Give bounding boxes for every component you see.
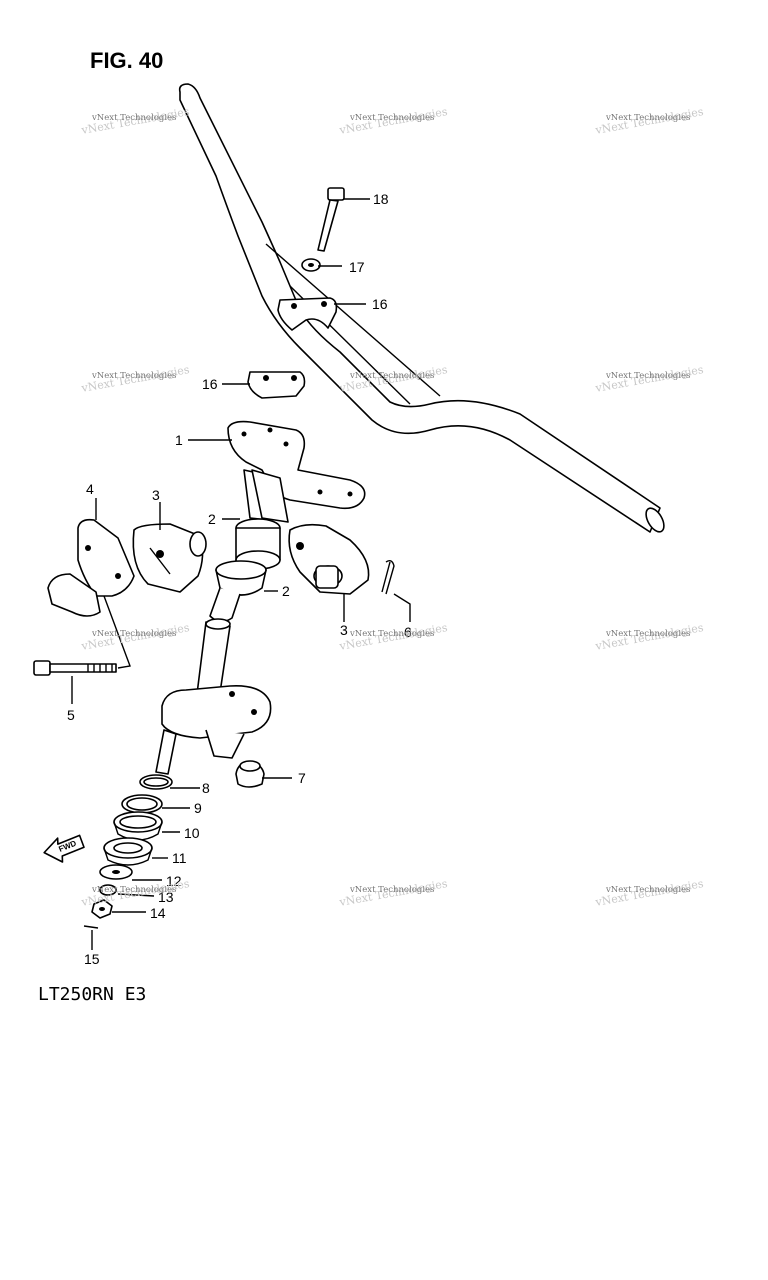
callout-3-right: 3: [340, 622, 348, 638]
svg-text:vNext Technologies: vNext Technologies: [605, 629, 690, 639]
callout-2-upper: 2: [208, 511, 216, 527]
watermark: vNext Technologies vNext Technologies: [594, 621, 705, 653]
part-2-bushings: [209, 518, 281, 623]
svg-text:vNext Technologies: vNext Technologies: [349, 113, 434, 123]
part-16-upper-clamp: [277, 297, 338, 331]
watermark: vNext Technologies vNext Technologies: [80, 621, 191, 653]
svg-text:vNext Technologies: vNext Technologies: [91, 371, 176, 381]
part-16-lower-clamp: [247, 371, 306, 399]
watermark: vNext Technologies vNext Technologies: [338, 877, 449, 909]
svg-text:vNext Technologies: vNext Technologies: [605, 885, 690, 895]
watermark: vNext Technologies vNext Technologies: [338, 621, 449, 653]
part-9-ring: [121, 794, 163, 814]
callout-4: 4: [86, 481, 94, 497]
watermark: vNext Technologies vNext Technologies: [338, 105, 449, 137]
leader-lines: [71, 198, 411, 950]
callout-5: 5: [67, 707, 75, 723]
part-7-cap: [235, 760, 265, 788]
callout-9: 9: [194, 800, 202, 816]
svg-text:vNext Technologies: vNext Technologies: [349, 885, 434, 895]
part-3-right-holder: [288, 523, 370, 595]
watermark: vNext Technologies vNext Technologies: [594, 105, 705, 137]
part-11-bearing: [103, 837, 153, 866]
callout-13: 13: [158, 889, 174, 905]
part-15-cotter-pin: [83, 925, 99, 929]
svg-text:vNext Technologies: vNext Technologies: [91, 885, 176, 895]
callout-16-upper: 16: [372, 296, 388, 312]
fwd-arrow-icon: FWD: [43, 834, 85, 863]
svg-text:vNext Technologies: vNext Technologies: [605, 371, 690, 381]
svg-text:vNext Technologies: vNext Technologies: [349, 371, 434, 381]
model-code: LT250RN E3: [38, 984, 147, 1005]
part-4-bracket: [47, 518, 135, 617]
callout-2-lower: 2: [282, 583, 290, 599]
figure-title: FIG. 40: [90, 48, 164, 73]
part-5-bolt: [33, 660, 117, 676]
callout-12: 12: [166, 873, 182, 889]
watermark: vNext Technologies vNext Technologies: [80, 105, 191, 137]
callout-1: 1: [175, 432, 183, 448]
callout-18: 18: [373, 191, 389, 207]
callout-10: 10: [184, 825, 200, 841]
part-6-cotter-pin: [381, 559, 395, 595]
part-17-washer: [301, 258, 321, 272]
callout-15: 15: [84, 951, 100, 967]
callout-14: 14: [150, 905, 166, 921]
part-18-bolt: [317, 187, 345, 252]
handlebar: [178, 83, 665, 533]
callout-7: 7: [298, 770, 306, 786]
callout-3-left: 3: [152, 487, 160, 503]
svg-text:vNext Technologies: vNext Technologies: [605, 113, 690, 123]
part-12-washer: [99, 864, 133, 880]
svg-text:vNext Technologies: vNext Technologies: [91, 629, 176, 639]
part-1-steering-bracket: [227, 420, 366, 523]
callout-11: 11: [172, 850, 187, 866]
svg-text:vNext Technologies: vNext Technologies: [91, 113, 176, 123]
watermark: vNext Technologies vNext Technologies: [80, 363, 191, 395]
part-14-nut: [91, 899, 113, 919]
svg-text:vNext Technologies: vNext Technologies: [349, 629, 434, 639]
watermark: vNext Technologies vNext Technologies: [80, 877, 191, 909]
part-3-left-holder: [132, 523, 207, 593]
callout-8: 8: [202, 780, 210, 796]
callout-17: 17: [349, 259, 365, 275]
steering-stem: [155, 618, 272, 775]
callout-labels: 18 17 16 16 1 4 3 2 2 3 6 5 7 8 9 10 11 …: [67, 191, 412, 967]
callout-16-lower: 16: [202, 376, 218, 392]
watermark: vNext Technologies vNext Technologies: [594, 363, 705, 395]
part-8-o-ring: [139, 774, 173, 790]
part-10-bearing-race: [113, 811, 163, 841]
watermark: vNext Technologies vNext Technologies: [594, 877, 705, 909]
part-13-washer: [99, 884, 117, 896]
callout-6: 6: [404, 624, 412, 640]
